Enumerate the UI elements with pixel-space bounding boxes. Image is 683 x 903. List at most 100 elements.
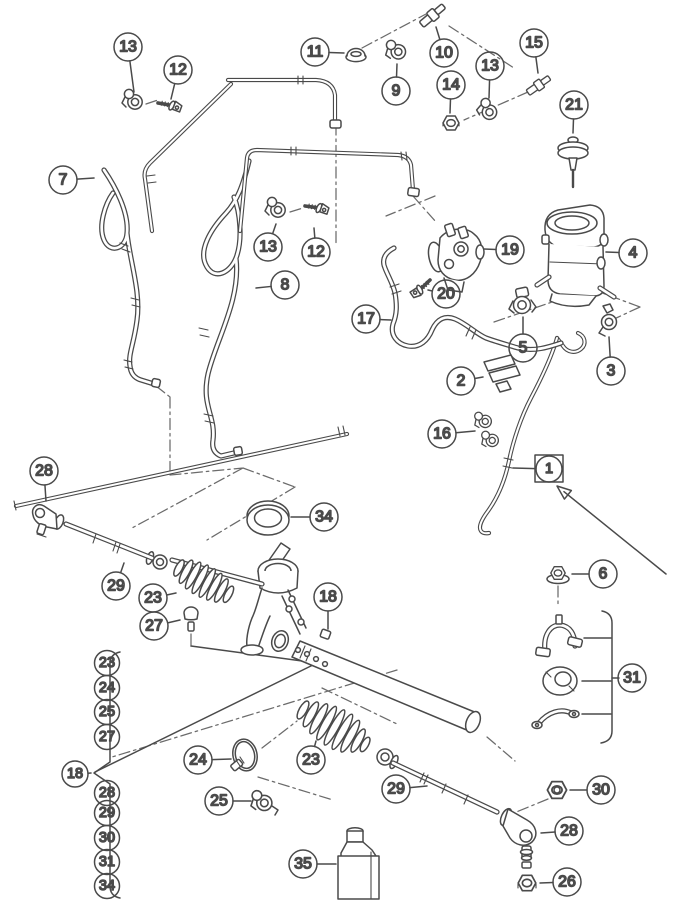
- phantom-lines: [111, 13, 641, 816]
- callout-17-17[interactable]: 17: [351, 304, 392, 334]
- callout-number: 28: [99, 785, 115, 801]
- callout-25-25col[interactable]: 25: [93, 698, 121, 726]
- callout-ring: [381, 76, 411, 106]
- fitting-15: [524, 72, 553, 98]
- callout-23-23col[interactable]: 23: [93, 649, 121, 677]
- callout-12-12a[interactable]: 12: [163, 55, 193, 100]
- callout-8-8[interactable]: 8: [255, 270, 300, 300]
- tie-rod-end-28-bottom: [499, 807, 537, 869]
- callout-20-20[interactable]: 20: [427, 279, 461, 309]
- callout-ring: [495, 235, 525, 265]
- callout-25-25b[interactable]: 25: [204, 786, 252, 816]
- callout-30-30[interactable]: 30: [569, 775, 616, 805]
- callout-13-13c[interactable]: 13: [475, 51, 505, 99]
- callout-number: 29: [99, 805, 115, 821]
- callout-number: 24: [99, 680, 115, 696]
- callout-21-21[interactable]: 21: [559, 90, 589, 134]
- callout-28-28b[interactable]: 28: [540, 816, 584, 846]
- callout-31-31col[interactable]: 31: [93, 848, 121, 876]
- callout-number: 12: [169, 62, 187, 79]
- callout-29-29b[interactable]: 29: [381, 774, 428, 804]
- callout-number: 23: [99, 655, 115, 671]
- callout-ring: [288, 849, 318, 879]
- callout-13-13a[interactable]: 13: [113, 32, 143, 93]
- callout-18-18b[interactable]: 18: [61, 760, 92, 788]
- callout-ring: [253, 232, 283, 262]
- clamp-25: [248, 787, 279, 816]
- callout-number: 31: [99, 854, 115, 870]
- nut-30: [546, 780, 568, 800]
- callout-number: 21: [565, 97, 583, 114]
- callout-9-9[interactable]: 9: [381, 63, 411, 106]
- mount-bracket-clamp: [535, 614, 584, 658]
- callout-18-18a[interactable]: 18: [313, 582, 343, 630]
- callout-3-3[interactable]: 3: [596, 336, 626, 386]
- callout-number: 9: [392, 83, 401, 100]
- callout-ring: [446, 366, 476, 396]
- callout-10-10[interactable]: 10: [429, 26, 459, 68]
- bolt-12-a: [155, 92, 185, 117]
- callout-13-13b[interactable]: 13: [253, 223, 283, 262]
- callout-1-1[interactable]: 1: [512, 454, 564, 483]
- callout-11-11[interactable]: 11: [300, 37, 345, 67]
- callout-ring: [586, 775, 616, 805]
- callout-number: 13: [259, 239, 277, 256]
- callout-number: 16: [433, 426, 451, 443]
- callout-4-4[interactable]: 4: [605, 238, 648, 268]
- callout-ring: [436, 70, 466, 100]
- callout-ring: [351, 304, 381, 334]
- boot-23-left: [173, 559, 235, 604]
- callout-number: 11: [307, 44, 324, 61]
- supply-hose-7: [99, 167, 162, 389]
- callout-27-27a[interactable]: 27: [139, 611, 181, 641]
- callout-23-23a[interactable]: 23: [138, 583, 177, 613]
- clamp-9: [382, 37, 408, 62]
- callout-5-5[interactable]: 5: [508, 316, 538, 363]
- callout-15-15[interactable]: 15: [519, 28, 549, 74]
- callout-number: 17: [357, 311, 375, 328]
- callout-ring: [309, 502, 339, 532]
- callout-24-24b[interactable]: 24: [183, 745, 232, 775]
- boot-23-bottom: [296, 700, 371, 753]
- callout-number: 27: [99, 729, 115, 745]
- callout-27-27col[interactable]: 27: [93, 723, 121, 751]
- callout-29-29col[interactable]: 29: [93, 799, 121, 827]
- pressure-pipe-1-lower: [13, 425, 350, 511]
- bolt-12-b: [302, 195, 332, 219]
- callout-14-14[interactable]: 14: [436, 70, 466, 114]
- highlight-arrow-head: [556, 485, 573, 500]
- callout-number: 23: [302, 752, 320, 769]
- callout-26-26[interactable]: 26: [539, 867, 582, 897]
- callout-number: 23: [144, 590, 162, 607]
- callout-2-2[interactable]: 2: [446, 366, 484, 396]
- callout-19-19[interactable]: 19: [483, 235, 525, 265]
- callout-35-35[interactable]: 35: [288, 849, 337, 879]
- highlight-box: [534, 454, 564, 483]
- callout-ring: [596, 356, 626, 386]
- callout-24-24col[interactable]: 24: [93, 674, 121, 702]
- callout-ring: [93, 848, 121, 876]
- callout-16-16[interactable]: 16: [427, 419, 476, 449]
- power-steering-pump-19: [427, 222, 485, 293]
- callout-29-29a[interactable]: 29: [101, 562, 131, 601]
- callout-6-6[interactable]: 6: [571, 559, 618, 589]
- callout-28-28a[interactable]: 28: [29, 456, 59, 502]
- callout-number: 18: [67, 766, 83, 782]
- callout-23-23b[interactable]: 23: [296, 740, 326, 775]
- callout-12-12b[interactable]: 12: [301, 227, 331, 267]
- callout-ring: [300, 37, 330, 67]
- callout-ring: [313, 582, 343, 612]
- callout-34-34a[interactable]: 34: [290, 502, 339, 532]
- callout-34-34col[interactable]: 34: [93, 872, 121, 900]
- callout-ring: [618, 238, 648, 268]
- callout-28-28col[interactable]: 28: [93, 779, 121, 807]
- callout-number: 7: [59, 172, 68, 189]
- callout-number: 29: [107, 578, 125, 595]
- callout-7-7[interactable]: 7: [48, 165, 95, 195]
- callout-31-31[interactable]: 31: [617, 663, 647, 693]
- callout-30-30col[interactable]: 30: [93, 824, 121, 852]
- callout-ring: [93, 674, 121, 702]
- mount-bushing: [542, 666, 578, 696]
- clamp-2: [483, 354, 521, 393]
- return-hose-17: [381, 245, 564, 353]
